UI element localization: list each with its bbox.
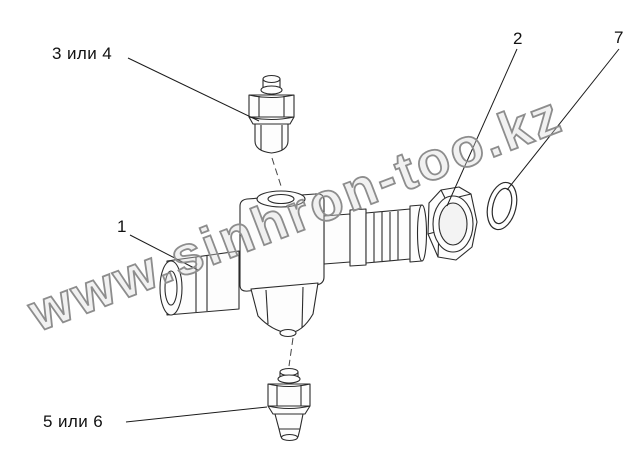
callout-label-5-or-6: 5 или 6 (43, 412, 104, 431)
leader-line-5-or-6 (125, 406, 268, 423)
leader-line-1 (129, 234, 199, 271)
valve-body-drawing (159, 190, 428, 338)
assembly-centerlines (271, 157, 294, 367)
leader-line-7 (506, 48, 620, 191)
top-fitting-drawing (248, 74, 295, 154)
centerline-top (271, 157, 283, 190)
leader-line-2 (446, 48, 518, 207)
callout-label-3-or-4: 3 или 4 (52, 44, 113, 63)
bottom-fitting-drawing (267, 367, 311, 442)
seal-ring-drawing (486, 181, 518, 231)
callout-label-1: 1 (117, 217, 127, 236)
callout-label-7: 7 (614, 28, 624, 47)
leader-line-3-or-4 (127, 57, 260, 122)
centerline-bottom (288, 337, 294, 367)
callout-label-2: 2 (513, 29, 523, 48)
leader-lines (125, 48, 620, 423)
union-nut-drawing (427, 186, 478, 261)
